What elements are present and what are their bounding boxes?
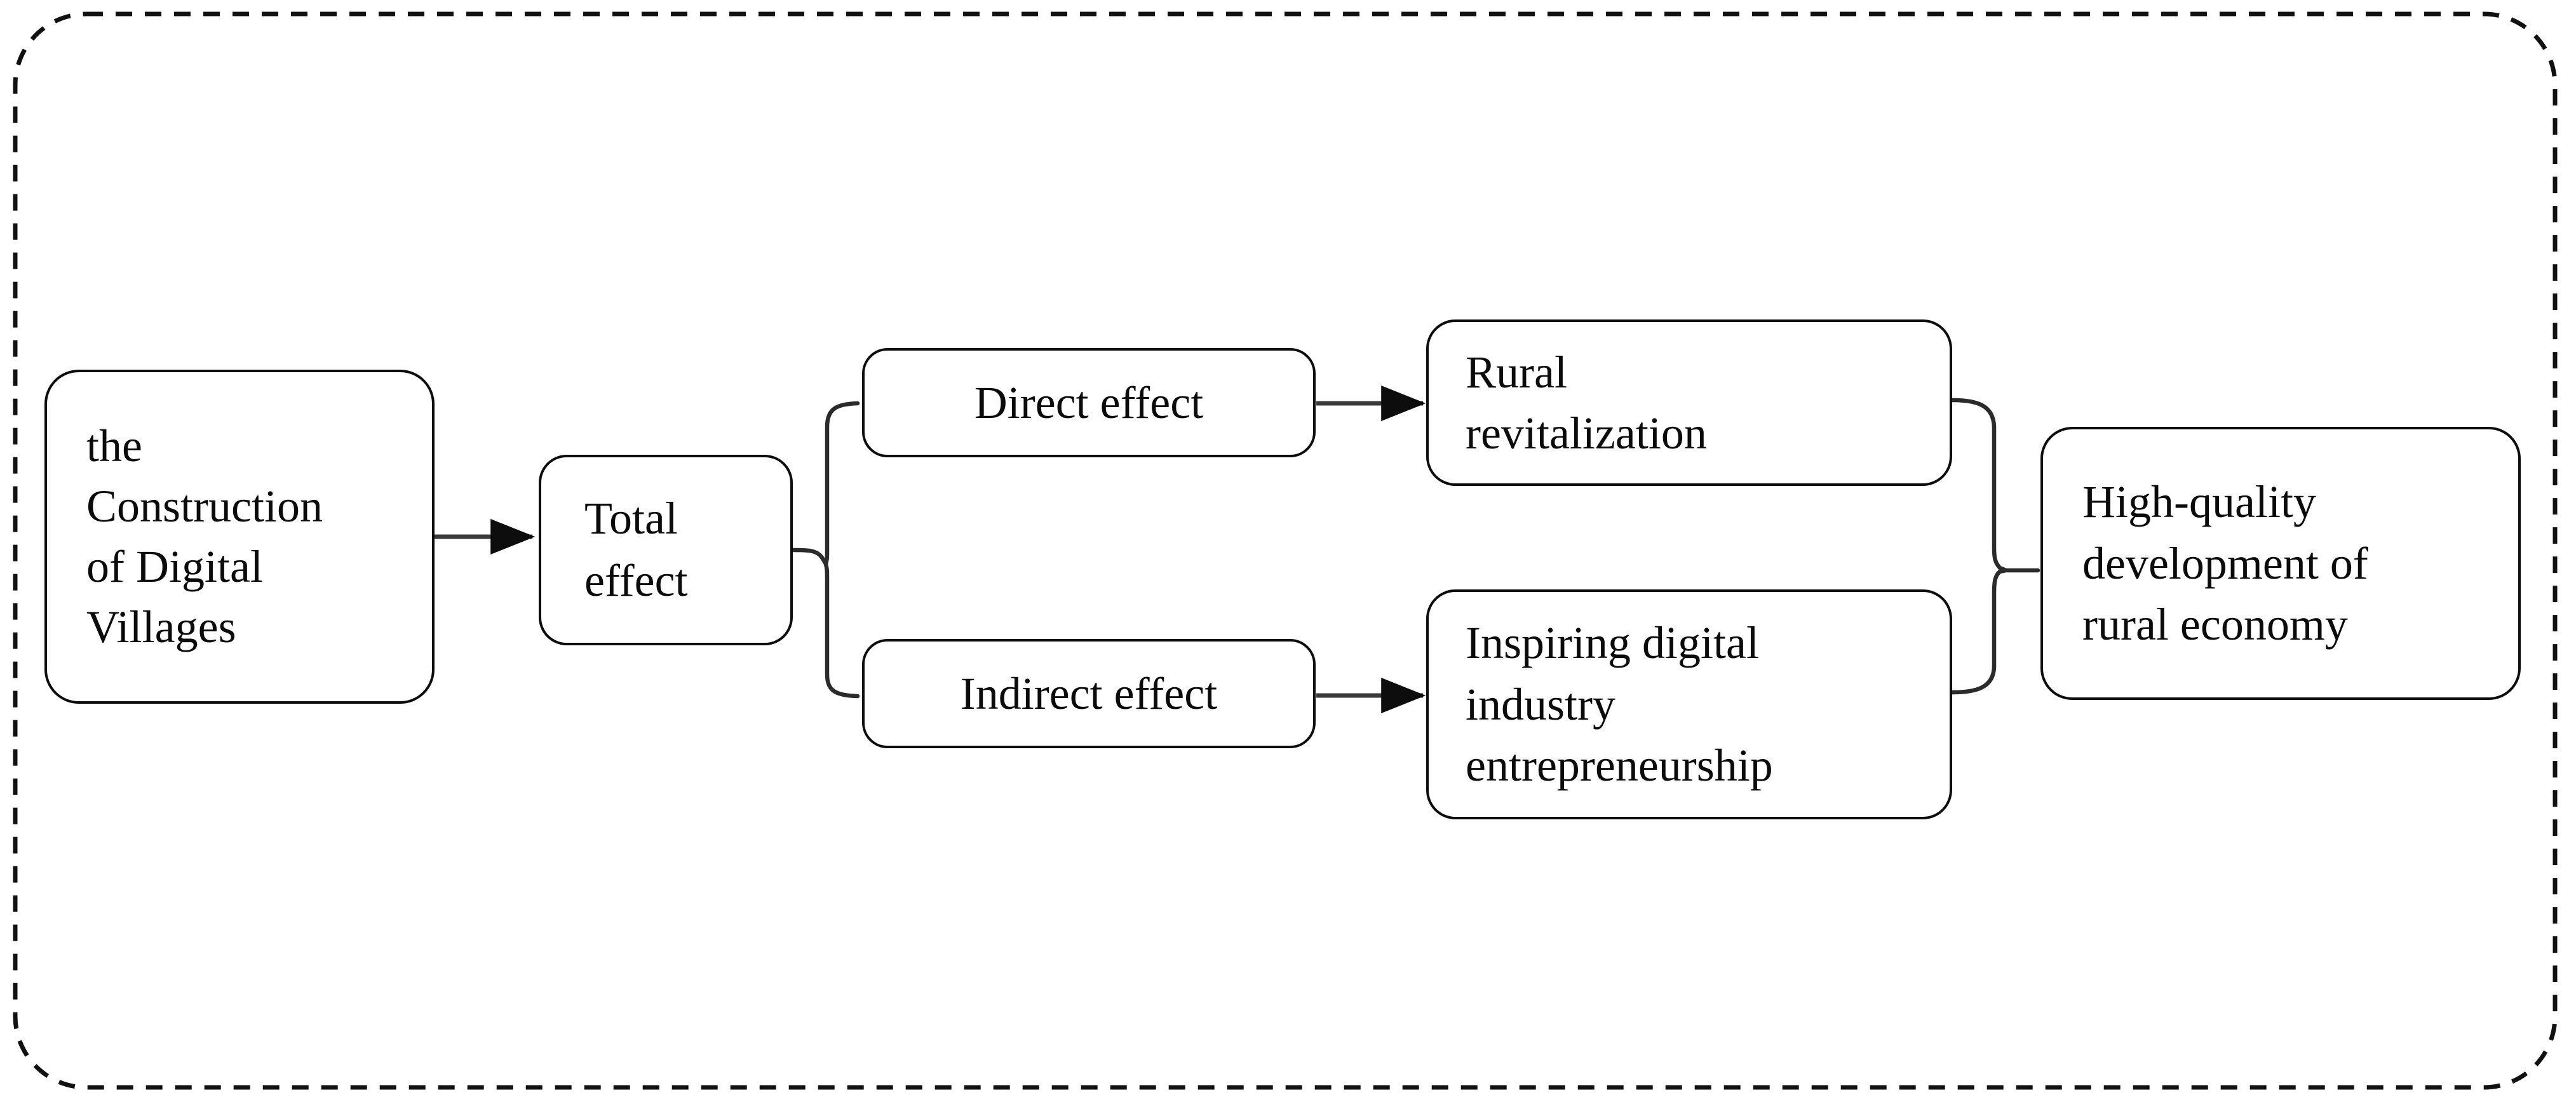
node-digital-entrepreneurship-label: Inspiring digital industry entrepreneurs… (1466, 617, 1773, 791)
node-digital-entrepreneurship[interactable]: Inspiring digital industry entrepreneurs… (1426, 589, 1952, 819)
node-digital-villages[interactable]: the Construction of Digital Villages (44, 370, 435, 704)
node-digital-villages-label: the Construction of Digital Villages (86, 420, 323, 653)
node-direct-effect[interactable]: Direct effect (862, 348, 1316, 457)
fork-total-to-effects (791, 401, 860, 699)
node-indirect-effect[interactable]: Indirect effect (862, 639, 1316, 748)
dashed-frame (13, 11, 2558, 1090)
node-high-quality-development-label: High-quality development of rural econom… (2082, 476, 2368, 650)
node-rural-revitalization[interactable]: Rural revitalization (1426, 319, 1952, 486)
merge-outcomes-to-high-quality (1950, 398, 2040, 695)
node-total-effect-label: Total effect (584, 493, 688, 606)
node-rural-revitalization-label: Rural revitalization (1466, 346, 1707, 459)
node-direct-effect-label: Direct effect (974, 377, 1204, 428)
node-high-quality-development[interactable]: High-quality development of rural econom… (2040, 427, 2521, 700)
node-indirect-effect-label: Indirect effect (960, 668, 1218, 719)
node-total-effect[interactable]: Total effect (539, 455, 793, 645)
